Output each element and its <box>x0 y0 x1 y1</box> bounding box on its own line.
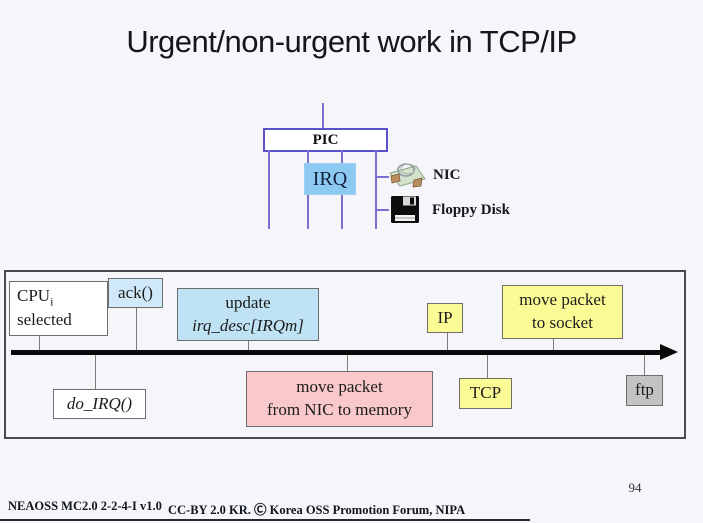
move-from-nic-box: move packet from NIC to memory <box>246 371 433 427</box>
ack-box: ack() <box>108 278 163 308</box>
do-irq-box: do_IRQ() <box>53 389 146 419</box>
move-to-socket-line1: move packet <box>519 290 606 310</box>
move-to-socket-connector <box>553 339 554 351</box>
page-title: Urgent/non-urgent work in TCP/IP <box>126 24 577 59</box>
move-from-nic-connector <box>347 355 348 371</box>
cpu-selected-line2: selected <box>17 310 72 330</box>
ack-label: ack() <box>118 282 153 302</box>
do-irq-connector <box>95 355 96 389</box>
update-line2: irq_desc[IRQm] <box>192 315 304 335</box>
nic-tick-line <box>375 176 389 178</box>
move-from-nic-line1: move packet <box>296 377 383 397</box>
irq-line-4 <box>375 150 377 229</box>
do-irq-label: do_IRQ() <box>66 393 133 413</box>
footer-license: CC-BY 2.0 KR. Ⓒ Korea OSS Promotion Foru… <box>168 503 466 517</box>
footer-rule <box>0 519 530 521</box>
nic-label: NIC <box>433 167 461 183</box>
ftp-box: ftp <box>626 375 663 406</box>
update-irq-desc-box: update irq_desc[IRQm] <box>177 288 319 341</box>
move-to-socket-line2: to socket <box>532 313 593 332</box>
update-line1: update <box>225 292 271 312</box>
tcp-connector <box>487 355 488 378</box>
ip-label: IP <box>437 307 453 327</box>
ack-connector <box>136 308 137 351</box>
tcp-label: TCP <box>469 383 502 403</box>
cpu-connector <box>39 336 40 351</box>
irq-box: IRQ <box>304 163 356 195</box>
move-to-socket-box: move packet to socket <box>502 285 623 339</box>
pic-input-line <box>322 103 324 128</box>
network-card-icon <box>387 160 427 191</box>
footer-course-id: NEAOSS MC2.0 2-2-4-I v1.0 <box>8 499 162 513</box>
page-number: 94 <box>628 480 642 495</box>
ip-box: IP <box>427 303 463 333</box>
irq-label: IRQ <box>312 167 348 190</box>
move-from-nic-line2: from NIC to memory <box>267 400 412 419</box>
timeline-panel <box>4 270 686 439</box>
update-connector <box>248 341 249 351</box>
timeline-axis <box>11 350 664 355</box>
ftp-connector <box>644 355 645 375</box>
ip-connector <box>447 333 448 351</box>
irq-line-1 <box>268 150 270 229</box>
ftp-label: ftp <box>635 380 654 400</box>
cpu-selected-line1: CPUi <box>17 285 54 309</box>
floppy-disk-label: Floppy Disk <box>432 202 510 218</box>
pic-box: PIC <box>263 128 388 152</box>
floppy-disk-icon <box>390 195 420 224</box>
timeline-arrowhead-icon <box>660 344 678 360</box>
floppy-tick-line <box>375 209 389 211</box>
pic-label: PIC <box>312 131 339 148</box>
tcp-box: TCP <box>459 378 512 409</box>
cpu-selected-box: CPUi selected <box>9 281 108 336</box>
